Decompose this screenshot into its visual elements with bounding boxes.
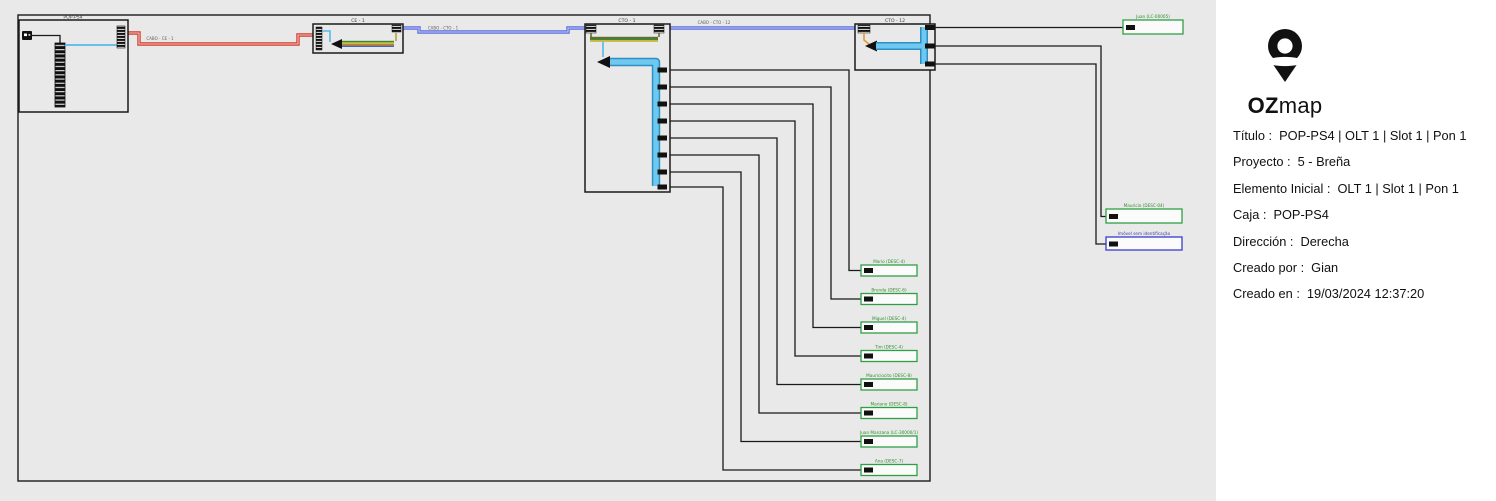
cable-out-connector [653,24,665,34]
drop-connector [864,268,873,273]
splitter-cable [610,59,659,186]
cto12-box-label: CTO - 12 [885,18,905,24]
fiber-blue [322,30,331,42]
splitter-arrow-icon [865,40,877,52]
client-label: Juan Manzana (LC-30000/1) [859,430,918,435]
client-box[interactable]: Mariano (DESC-8) [860,402,918,420]
drop-connector [1109,214,1118,219]
pop-box-label: POP-PS4 [63,15,82,21]
unidentified-property-box[interactable]: Imóvel sem identificação [1105,231,1183,251]
ce-box[interactable]: CE - 1 [312,18,404,54]
diagram-frame [17,14,931,482]
drop-connector [864,439,873,444]
client-label: Mariano (DESC-8) [870,402,907,407]
cable-label: CABO - CTO - 12 [698,20,731,25]
field-titulo: Título :POP-PS4 | OLT 1 | Slot 1 | Pon 1 [1233,128,1467,143]
field-creado-por: Creado por :Gian [1233,259,1339,275]
cable-label: CABO - CTO - 1 [428,26,459,31]
field-proyecto: Proyecto :5 - Breña [1233,154,1351,170]
client-box[interactable]: Brenda (DESC-6) [860,288,918,306]
drop-connector [1126,25,1135,30]
client-box[interactable]: Mario (DESC-4) [860,259,918,277]
splitter-arrow-icon [597,56,610,68]
unidentified-label: Imóvel sem identificação [1118,231,1171,236]
client-label: Mauricio (DESC-04) [1124,203,1165,208]
splitter-taps [925,25,935,67]
splitter-taps [657,67,667,190]
drop-connector [864,296,873,302]
ozmap-logo: OZmap [1243,24,1327,119]
client-label: Brenda (DESC-6) [871,288,907,293]
cable-end-connector [315,26,323,51]
drop-connector [864,325,873,330]
client-box[interactable]: Juan (LC-00005) [1122,14,1184,35]
field-caja: Caja :POP-PS4 [1233,207,1329,223]
client-label: Tim (DESC-4) [874,345,903,350]
cable-ce-1[interactable]: CABO - CE - 1 [125,31,314,46]
client-label: Juan (LC-00005) [1135,14,1170,19]
ribbon-cable [590,36,658,42]
splitter-cable [876,27,927,64]
diagram-metadata: Título :POP-PS4 | OLT 1 | Slot 1 | Pon 1… [1233,129,1489,314]
drop-connector [1109,241,1118,247]
client-drop-lines [667,69,866,471]
olt-icon [22,31,32,40]
field-direccion: Dirección :Derecha [1233,233,1349,249]
cable-out-connector [391,24,402,33]
client-label: Ana (DESC-7) [875,459,904,464]
client-label: Mario (DESC-4) [873,259,905,264]
cable-in-connector [857,24,871,34]
client-label: Mauriciocito (DESC-8) [866,373,912,378]
ozmap-wordmark: OZmap [1247,93,1323,118]
ribbon-cable [342,40,394,47]
info-panel: OZmap Título :POP-PS4 | OLT 1 | Slot 1 |… [1216,0,1496,501]
ozmap-pin-icon [1267,29,1303,82]
fiber-tray [54,42,66,108]
drop-connector [864,410,873,416]
ce-box-label: CE - 1 [351,18,365,24]
field-creado-en: Creado en :19/03/2024 12:37:20 [1233,286,1425,302]
client-box[interactable]: Mauriciocito (DESC-8) [860,373,918,391]
client-box[interactable]: Miguel (DESC-4) [860,316,918,334]
splice-arrow-icon [331,39,342,49]
cto12-drop-lines [934,26,1128,245]
fiber-orange [863,33,871,46]
client-box[interactable]: Juan Manzana (LC-30000/1) [859,430,918,448]
cto12-box[interactable]: CTO - 12 [854,18,936,71]
cto1-box-label: CTO - 1 [618,18,635,24]
drop-connector [864,382,873,387]
diagram-canvas[interactable]: CABO - CE - 1 CABO - CTO - 1 CABO - CTO … [0,0,1216,501]
drop-connector [864,353,873,359]
splitter-connector [116,25,126,49]
cable-label: CABO - CE - 1 [146,36,174,41]
pop-box[interactable]: POP-PS4 [18,15,129,113]
client-box[interactable]: Ana (DESC-7) [860,459,918,477]
field-elemento-inicial: Elemento Inicial :OLT 1 | Slot 1 | Pon 1 [1233,180,1459,196]
cable-cto-1[interactable]: CABO - CTO - 1 [401,26,586,34]
client-box[interactable]: Tim (DESC-4) [860,345,918,363]
client-label: Miguel (DESC-4) [872,316,906,321]
cto1-box[interactable]: CTO - 1 [584,18,671,193]
cable-in-connector [585,24,597,34]
client-box[interactable]: Mauricio (DESC-04) [1105,203,1183,224]
cable-cto-12[interactable]: CABO - CTO - 12 [664,20,856,30]
drop-connector [864,467,873,473]
